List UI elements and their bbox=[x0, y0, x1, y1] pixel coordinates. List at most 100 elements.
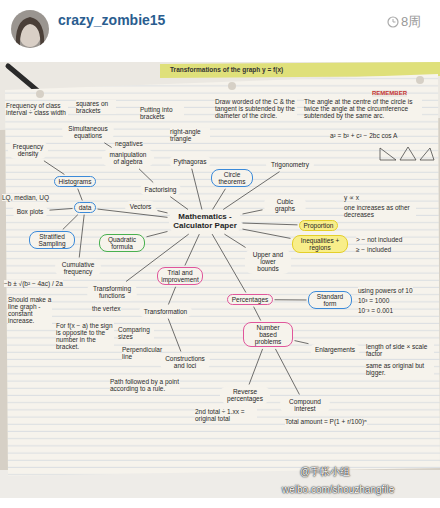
note-text: same as original but bigger. bbox=[366, 362, 434, 376]
branch-line bbox=[275, 299, 307, 300]
note-text: right-angle triangle bbox=[170, 128, 210, 142]
topic-bubble: Percentages bbox=[227, 294, 273, 305]
topic-bubble: Trial and improvement bbox=[157, 267, 203, 285]
formula-text: 10⁻³ = 0.001 bbox=[358, 307, 393, 314]
topic-label: Frequency density bbox=[12, 143, 44, 157]
topic-label: Cumulative frequency bbox=[59, 261, 97, 275]
topic-text: Enlargements bbox=[310, 344, 360, 355]
note-text: one increases as other decreases bbox=[344, 204, 416, 218]
topic-bubble: Quadratic formula bbox=[99, 234, 145, 252]
note-text: squares on brackets bbox=[76, 100, 116, 114]
branch-line bbox=[275, 349, 299, 395]
branch-line bbox=[243, 229, 291, 238]
topic-label: Inequalities + regions bbox=[296, 237, 344, 251]
note-text: ≥ − included bbox=[356, 246, 391, 253]
topic-label: Circle theorems bbox=[215, 171, 249, 185]
note-text: the vertex bbox=[92, 305, 121, 312]
branch-line bbox=[213, 189, 226, 210]
topic-text: Reverse percentages bbox=[220, 386, 270, 404]
topic-label: Trial and improvement bbox=[161, 269, 199, 283]
topic-label: Factorising bbox=[144, 186, 177, 193]
branch-line bbox=[168, 319, 181, 352]
note-text: > − not included bbox=[356, 236, 402, 243]
note-text: For f(x − a) the sign is opposite to the… bbox=[56, 322, 114, 351]
branch-line bbox=[44, 161, 65, 175]
topic-label: data bbox=[78, 204, 92, 211]
formula-text: a² = b² + c² − 2bc cos A bbox=[330, 132, 397, 139]
formula-text: 2nd total ÷ 1.xx = original total bbox=[195, 408, 257, 422]
note-text: Draw worded of the C & the tangent is su… bbox=[215, 98, 297, 119]
topic-text: manipulation of algebra bbox=[102, 149, 154, 167]
note-text: using powers of 10 bbox=[358, 287, 413, 294]
topic-text: Vectors bbox=[125, 201, 156, 212]
branch-line bbox=[63, 215, 78, 230]
branch-line bbox=[243, 210, 263, 214]
topic-text: Trigonometry bbox=[266, 159, 314, 170]
note-text: Path followed by a point according to a … bbox=[110, 378, 180, 392]
topic-text: Box plots bbox=[12, 206, 48, 217]
topic-text: Cubic graphs bbox=[264, 196, 306, 214]
topic-label: Proportion bbox=[303, 222, 334, 229]
paper-sheet bbox=[5, 74, 440, 476]
topic-text: Factorising bbox=[140, 184, 181, 195]
topic-label: Standard form bbox=[312, 293, 348, 307]
formula-text: y ∝ x bbox=[344, 194, 359, 201]
topic-label: Histograms bbox=[58, 178, 92, 185]
topic-bubble: Number based problems bbox=[243, 322, 293, 347]
textbook-heading: Transformations of the graph y = f(x) bbox=[170, 66, 283, 73]
topic-label: Stratified Sampling bbox=[33, 233, 71, 247]
note-text: length of side × scale factor bbox=[366, 343, 434, 357]
formula-text: 10³ = 1000 bbox=[358, 297, 389, 304]
topic-label: Trigonometry bbox=[270, 161, 310, 168]
topic-label: Number based problems bbox=[247, 324, 289, 345]
branch-line bbox=[185, 234, 199, 265]
avatar bbox=[10, 9, 50, 49]
username: crazy_zombie15 bbox=[58, 13, 165, 28]
formula-text: Total amount = P(1 + r/100)ⁿ bbox=[285, 418, 367, 425]
topic-label: Vectors bbox=[129, 203, 152, 210]
branch-line bbox=[139, 169, 153, 183]
branch-line bbox=[104, 143, 111, 148]
note-text: negatives bbox=[115, 140, 143, 147]
branch-line bbox=[212, 234, 246, 292]
punch-hole bbox=[416, 76, 424, 84]
topic-bubble: Histograms bbox=[54, 176, 96, 187]
topic-text: Cumulative frequency bbox=[55, 259, 101, 277]
note-text: Should make a line graph - constant incr… bbox=[8, 296, 52, 325]
watermark: @手帐小组 bbox=[300, 466, 350, 477]
note-text: Putting into brackets bbox=[140, 106, 184, 120]
topic-label: manipulation of algebra bbox=[106, 151, 150, 165]
topic-text: Transforming functions bbox=[87, 283, 137, 301]
topic-text: Simultaneous equations bbox=[62, 123, 114, 141]
branch-line bbox=[79, 215, 84, 258]
topic-label: Transformation bbox=[143, 308, 188, 315]
header-band bbox=[0, 0, 440, 62]
triangle-doodles bbox=[380, 147, 434, 160]
topic-label: Transforming functions bbox=[91, 285, 133, 299]
branch-line bbox=[168, 287, 175, 305]
topic-bubble: Circle theorems bbox=[211, 169, 253, 187]
topic-text: Transformation bbox=[139, 306, 192, 317]
topic-label: Box plots bbox=[16, 208, 44, 215]
highlighted-topic: Proportion bbox=[299, 220, 338, 231]
topic-bubble: Standard form bbox=[308, 291, 352, 309]
formula-text: −b ± √(b² − 4ac) / 2a bbox=[4, 280, 63, 287]
topic-label: Compound interest bbox=[284, 398, 326, 412]
topic-label: Quadratic formula bbox=[103, 236, 141, 250]
topic-label: Constructions and loci bbox=[164, 355, 206, 369]
note-text: The angle at the centre of the circle is… bbox=[304, 98, 422, 119]
branch-line bbox=[224, 234, 245, 247]
topic-bubble: Stratified Sampling bbox=[29, 231, 75, 249]
post-age: 8周 bbox=[401, 15, 421, 29]
topic-label: Percentages bbox=[231, 296, 269, 303]
note-text: Perpendicular line bbox=[122, 346, 160, 360]
punch-hole bbox=[228, 82, 236, 90]
note-text: Comparing sizes bbox=[118, 326, 154, 340]
branch-line bbox=[249, 349, 263, 385]
branch-line bbox=[254, 307, 261, 321]
note-text: LQ, median, UQ bbox=[2, 194, 49, 201]
branch-line bbox=[50, 208, 73, 210]
topic-label: Cubic graphs bbox=[268, 198, 302, 212]
